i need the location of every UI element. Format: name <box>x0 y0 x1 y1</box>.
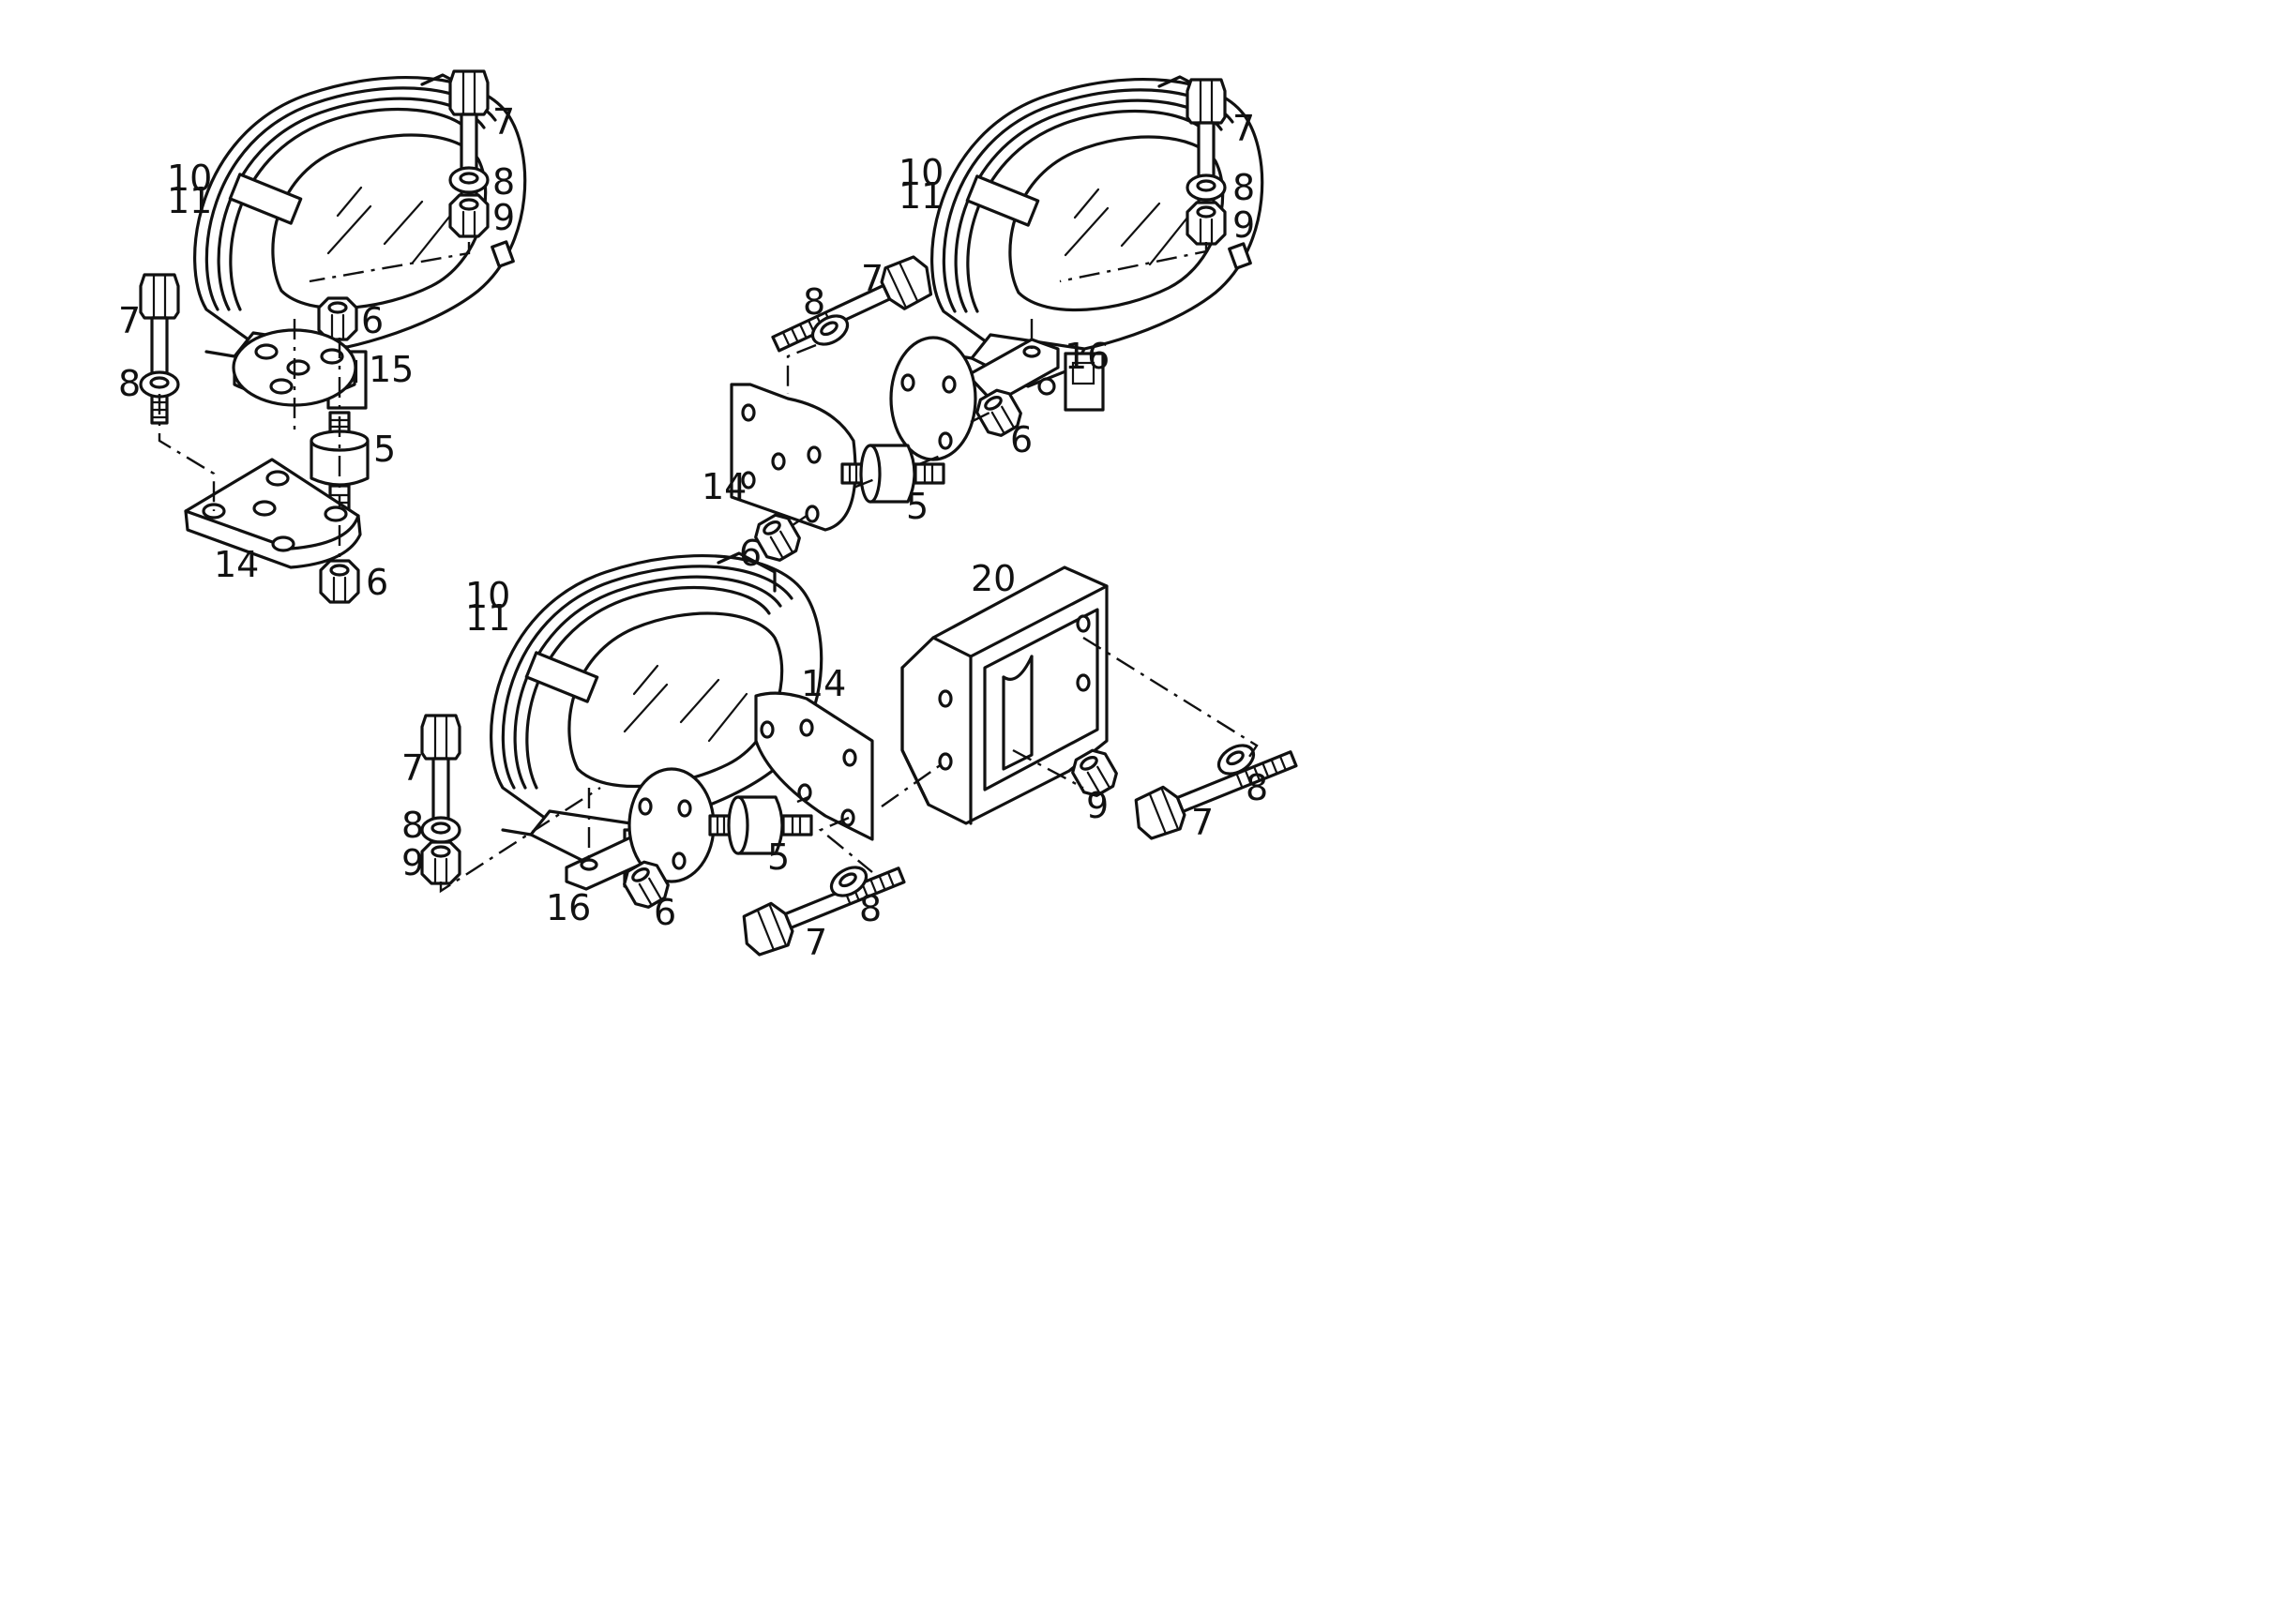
label-9: 9 <box>1232 204 1255 246</box>
label-11: 11 <box>899 175 944 217</box>
label-8: 8 <box>1232 167 1255 208</box>
group-3 <box>420 551 1304 961</box>
label-8: 8 <box>492 161 515 203</box>
label-10: 10 <box>167 158 212 199</box>
label-14: 14 <box>214 544 259 585</box>
label-15: 15 <box>369 349 414 390</box>
label-10: 10 <box>465 575 510 616</box>
label-8: 8 <box>401 805 424 846</box>
label-9: 9 <box>401 842 424 883</box>
mounting-plate-14-angled <box>730 383 857 532</box>
label-7: 7 <box>1191 802 1214 843</box>
label-16: 16 <box>1065 336 1110 377</box>
bracket-16-lower <box>565 767 716 891</box>
mounting-plate-14 <box>184 458 362 569</box>
label-8: 8 <box>1246 767 1268 808</box>
label-11: 11 <box>167 180 212 221</box>
label-11: 11 <box>465 597 510 639</box>
label-7: 7 <box>492 101 515 143</box>
protective-frame-20 <box>900 565 1109 825</box>
label-7: 7 <box>805 922 827 963</box>
label-8: 8 <box>118 363 141 404</box>
label-8: 8 <box>803 281 825 323</box>
label-7: 7 <box>118 300 141 341</box>
label-7: 7 <box>401 747 424 789</box>
label-7: 7 <box>1232 108 1255 149</box>
label-9: 9 <box>1086 785 1109 826</box>
label-6: 6 <box>654 892 676 933</box>
label-8: 8 <box>859 888 882 929</box>
label-6: 6 <box>739 533 762 574</box>
label-16: 16 <box>546 887 591 928</box>
mounting-plate-14-lower <box>754 691 874 841</box>
label-6: 6 <box>361 300 384 341</box>
label-5: 5 <box>906 486 929 527</box>
group-1 <box>139 69 527 604</box>
label-9: 9 <box>492 197 515 238</box>
label-7: 7 <box>861 258 884 299</box>
label-6: 6 <box>1010 419 1033 460</box>
label-6: 6 <box>366 562 388 603</box>
label-5: 5 <box>373 429 396 470</box>
label-14: 14 <box>801 663 846 704</box>
label-14: 14 <box>702 466 747 507</box>
label-5: 5 <box>767 837 790 878</box>
group-2 <box>730 75 1264 566</box>
label-20: 20 <box>971 558 1016 599</box>
label-10: 10 <box>899 152 944 193</box>
part-number-labels: 10 11 7 8 9 6 15 7 8 5 14 6 10 11 7 8 9 … <box>118 101 1268 963</box>
